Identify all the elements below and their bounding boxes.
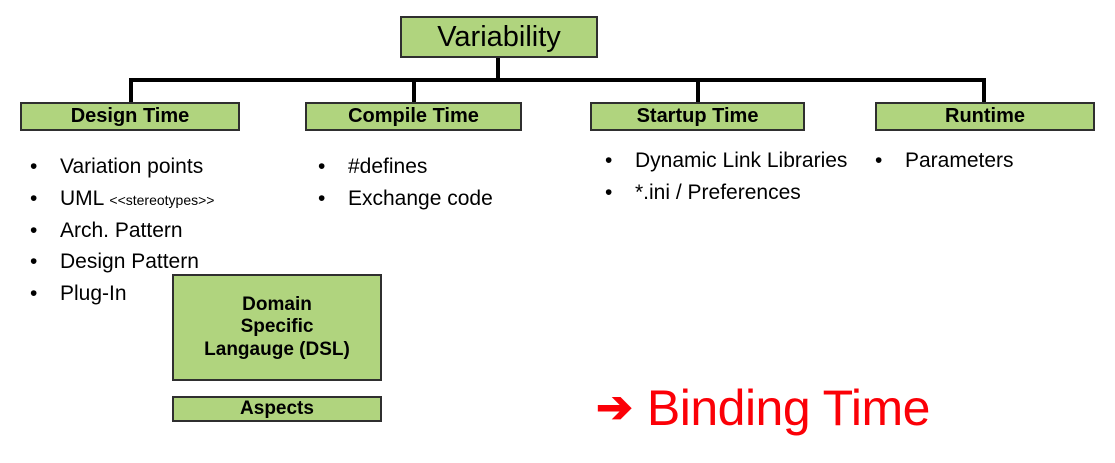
list-item-text: Dynamic Link Libraries (635, 149, 848, 172)
list-item-text: UML (60, 186, 110, 210)
bullet-icon: • (318, 155, 326, 178)
list-item: • *.ini / Preferences (605, 178, 870, 208)
list-item-text: Plug-In (60, 282, 127, 306)
list-item-text: Variation points (60, 155, 204, 178)
list-item-label: *.ini / Preferences (635, 178, 870, 208)
list-item-note: <<stereotypes>> (109, 191, 215, 208)
bullet-icon: • (875, 149, 883, 172)
list-item: • Parameters (875, 146, 1105, 176)
bullet-icon: • (30, 218, 38, 242)
list-item-text: Arch. Pattern (60, 218, 183, 242)
node-dsl-line-2: Specific (240, 316, 314, 338)
list-item-text: Parameters (905, 149, 1014, 172)
list-item-text: Exchange code (348, 186, 493, 210)
bullet-icon: • (318, 186, 326, 210)
list-item: • Plug-In (30, 279, 300, 309)
node-dsl-line-3: Langauge (DSL) (204, 338, 350, 360)
list-item: • Arch. Pattern (30, 216, 300, 246)
bullet-icon: • (30, 186, 38, 210)
list-item: • Dynamic Link Libraries (605, 146, 870, 176)
list-item-label: Parameters (905, 146, 1105, 176)
bullet-list-runtime: • Parameters (875, 146, 1105, 178)
node-domain-specific-language[interactable]: Domain Specific Langauge (DSL) (172, 274, 382, 381)
node-runtime[interactable]: Runtime (875, 102, 1095, 131)
bullet-icon: • (30, 155, 38, 178)
bullet-icon: • (30, 282, 38, 306)
list-item-label: Design Pattern (60, 247, 300, 277)
connector-drop-startup-time (696, 78, 700, 104)
binding-time-label: Binding Time (646, 380, 931, 436)
connector-drop-runtime (982, 78, 986, 104)
bullet-list-design-time: • Variation points • UML <<stereotypes>>… (30, 152, 300, 311)
node-aspects[interactable]: Aspects (172, 396, 382, 422)
binding-time-callout: ➔ Binding Time (596, 383, 930, 433)
node-compile-time[interactable]: Compile Time (305, 102, 522, 131)
list-item-label: #defines (348, 152, 578, 182)
bullet-list-startup-time: • Dynamic Link Libraries • *.ini / Prefe… (605, 146, 870, 210)
list-item-label: Arch. Pattern (60, 216, 300, 246)
list-item-label: UML <<stereotypes>> (60, 184, 300, 214)
connector-horizontal-bar (129, 78, 986, 82)
list-item: • UML <<stereotypes>> (30, 184, 300, 214)
list-item-label: Exchange code (348, 184, 578, 214)
node-dsl-line-1: Domain (242, 293, 312, 315)
list-item-text: *.ini / Preferences (635, 180, 801, 204)
bullet-icon: • (605, 180, 613, 204)
connector-drop-compile-time (412, 78, 416, 104)
list-item: • #defines (318, 152, 578, 182)
bullet-icon: • (605, 149, 613, 172)
list-item-label: Variation points (60, 152, 300, 182)
node-variability[interactable]: Variability (400, 16, 598, 58)
node-startup-time[interactable]: Startup Time (590, 102, 805, 131)
list-item: • Design Pattern (30, 247, 300, 277)
connector-drop-design-time (129, 78, 133, 104)
node-design-time[interactable]: Design Time (20, 102, 240, 131)
list-item-text: #defines (348, 155, 428, 178)
list-item-text: Design Pattern (60, 250, 199, 274)
right-arrow-icon: ➔ (596, 383, 633, 432)
connector-root-stem (496, 58, 500, 80)
list-item: • Variation points (30, 152, 300, 182)
list-item: • Exchange code (318, 184, 578, 214)
list-item-label: Dynamic Link Libraries (635, 146, 870, 176)
list-item-label: Plug-In (60, 279, 300, 309)
bullet-list-compile-time: • #defines • Exchange code (318, 152, 578, 216)
bullet-icon: • (30, 250, 38, 274)
